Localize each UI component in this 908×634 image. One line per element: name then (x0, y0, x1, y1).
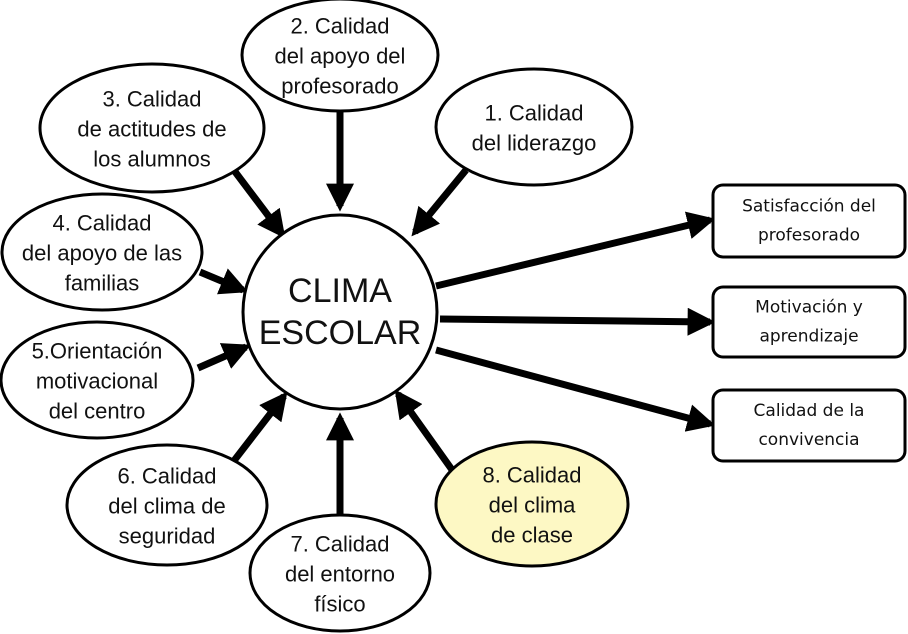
arrow-center-to-outcome-2 (439, 307, 716, 336)
node-text-line: físico (314, 592, 365, 617)
outcome-box-2: Motivación y aprendizaje (711, 285, 907, 359)
node-text-line: aprendizaje (759, 327, 858, 347)
factor-node-4: 4. Calidad del apoyo de las familias (0, 192, 204, 312)
factor-node-5: 5.Orientación motivacional del centro (0, 320, 195, 440)
node-text-line: de clase (491, 523, 573, 548)
node-text-line: convivencia (758, 430, 859, 450)
node-text-line: del clima (489, 493, 577, 518)
center-circle (241, 213, 439, 411)
arrow-center-to-outcome-1 (435, 211, 716, 290)
node-text-line: CLIMA (288, 272, 392, 310)
outcome-rect (711, 388, 907, 463)
arrow-factor-4-to-center (198, 268, 249, 295)
node-text-line: del entorno (285, 562, 395, 587)
node-text-line: 1. Calidad (484, 101, 583, 126)
outcome-rect (711, 285, 907, 359)
arrow-factor-3-to-center (230, 166, 286, 239)
arrow-center-to-outcome-3 (435, 346, 716, 432)
node-text-line: seguridad (119, 524, 216, 549)
factor-ellipse (0, 320, 195, 440)
node-text-line: Motivación y (755, 298, 863, 318)
factor-node-1: 1. Calidad del liderazgo (434, 67, 634, 187)
node-text-line: 2. Calidad (290, 14, 389, 39)
outcome-box-3: Calidad de la convivencia (711, 388, 907, 463)
factor-node-7: 7. Calidad del entorno físico (248, 513, 432, 633)
node-text-line: del liderazgo (472, 131, 597, 156)
node-text-line: de actitudes de (77, 117, 226, 142)
node-text-line: profesorado (281, 74, 398, 99)
node-text-line: 4. Calidad (52, 211, 151, 236)
node-text-line: 6. Calidad (117, 464, 216, 489)
arrow-factor-5-to-center (196, 343, 252, 372)
outcome-rect (711, 183, 907, 259)
factor-ellipse (65, 443, 269, 567)
node-text-line: del apoyo del (275, 44, 406, 69)
factor-node-6: 6. Calidad del clima de seguridad (65, 443, 269, 567)
factor-ellipse (0, 192, 204, 312)
factor-node-3: 3. Calidad de actitudes de los alumnos (38, 62, 266, 194)
node-text-line: profesorado (758, 226, 860, 246)
node-text-line: Calidad de la (754, 401, 865, 421)
factor-node-8: 8. Calidad del clima de clase (434, 440, 630, 568)
factor-ellipse (38, 62, 266, 194)
node-text-line: 8. Calidad (482, 463, 581, 488)
node-text-line: los alumnos (93, 147, 210, 172)
factor-ellipse (248, 513, 432, 633)
node-text-line: del clima de (108, 494, 225, 519)
node-text-line: motivacional (36, 369, 158, 394)
node-text-line: del apoyo de las (22, 241, 182, 266)
factor-ellipse-highlighted (434, 440, 630, 568)
arrow-factor-6-to-center (230, 391, 288, 465)
arrow-factor-1-to-center (411, 167, 469, 237)
center-node-clima-escolar: CLIMA ESCOLAR (241, 213, 439, 411)
node-text-line: 5.Orientación (32, 339, 163, 364)
factor-node-2: 2. Calidad del apoyo del profesorado (240, 0, 440, 113)
factor-ellipse (434, 67, 634, 187)
node-text-line: ESCOLAR (259, 314, 422, 352)
node-text-line: Satisfacción del (742, 197, 876, 217)
node-text-line: 3. Calidad (102, 87, 201, 112)
node-text-line: familias (65, 271, 140, 296)
outcome-box-1: Satisfacción del profesorado (711, 183, 907, 259)
arrow-factor-8-to-center (394, 389, 458, 477)
node-text-line: del centro (49, 399, 146, 424)
factor-ellipse (240, 0, 440, 113)
node-text-line: 7. Calidad (290, 532, 389, 557)
